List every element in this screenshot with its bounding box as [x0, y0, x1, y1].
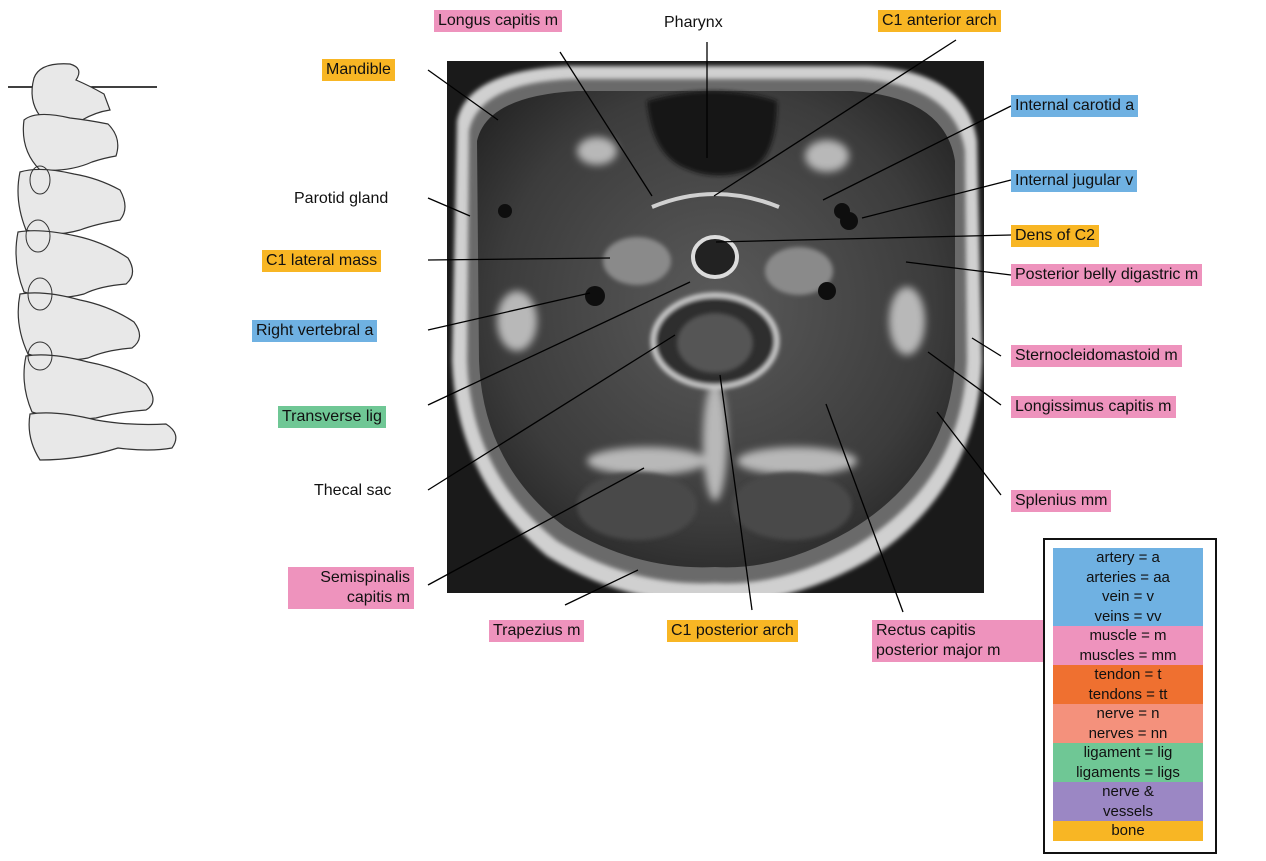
- legend-row: vessels: [1053, 802, 1203, 822]
- label-transverse-lig: Transverse lig: [278, 406, 386, 428]
- legend-row: veins = vv: [1053, 607, 1203, 627]
- label-sternocleidomastoid: Sternocleidomastoid m: [1011, 345, 1182, 367]
- legend-row: arteries = aa: [1053, 568, 1203, 588]
- label-parotid-gland: Parotid gland: [290, 188, 392, 210]
- label-trapezius: Trapezius m: [489, 620, 584, 642]
- cervical-spine-sketch: [0, 50, 200, 480]
- axial-mri-image: [447, 61, 984, 593]
- legend-row: vein = v: [1053, 587, 1203, 607]
- legend-row: ligament = lig: [1053, 743, 1203, 763]
- label-c1-posterior-arch: C1 posterior arch: [667, 620, 798, 642]
- legend-row: bone: [1053, 821, 1203, 841]
- label-semispinalis-line2: capitis m: [347, 589, 410, 606]
- label-c1-anterior-arch: C1 anterior arch: [878, 10, 1001, 32]
- label-pharynx: Pharynx: [660, 12, 727, 34]
- label-rectus-line2: posterior major m: [876, 642, 1000, 659]
- label-dens-of-c2: Dens of C2: [1011, 225, 1099, 247]
- legend-row: artery = a: [1053, 548, 1203, 568]
- label-longus-capitis: Longus capitis m: [434, 10, 562, 32]
- legend-row: ligaments = ligs: [1053, 763, 1203, 783]
- label-c1-lateral-mass: C1 lateral mass: [262, 250, 381, 272]
- legend-row: tendons = tt: [1053, 685, 1203, 705]
- label-splenius: Splenius mm: [1011, 490, 1111, 512]
- label-internal-carotid: Internal carotid a: [1011, 95, 1138, 117]
- legend-row: nerves = nn: [1053, 724, 1203, 744]
- label-internal-jugular: Internal jugular v: [1011, 170, 1137, 192]
- label-rectus-capitis-posterior-major: Rectus capitis posterior major m: [872, 620, 1050, 662]
- label-thecal-sac: Thecal sac: [310, 480, 395, 502]
- label-rectus-line1: Rectus capitis: [876, 622, 976, 639]
- label-longissimus-capitis: Longissimus capitis m: [1011, 396, 1176, 418]
- legend-row: nerve = n: [1053, 704, 1203, 724]
- label-mandible: Mandible: [322, 59, 395, 81]
- label-posterior-belly-digastric: Posterior belly digastric m: [1011, 264, 1202, 286]
- legend-row: tendon = t: [1053, 665, 1203, 685]
- label-right-vertebral: Right vertebral a: [252, 320, 377, 342]
- label-semispinalis-capitis: Semispinalis capitis m: [288, 567, 414, 609]
- legend-row: muscles = mm: [1053, 646, 1203, 666]
- label-semispinalis-line1: Semispinalis: [320, 569, 410, 586]
- legend-row: nerve &: [1053, 782, 1203, 802]
- legend-row: muscle = m: [1053, 626, 1203, 646]
